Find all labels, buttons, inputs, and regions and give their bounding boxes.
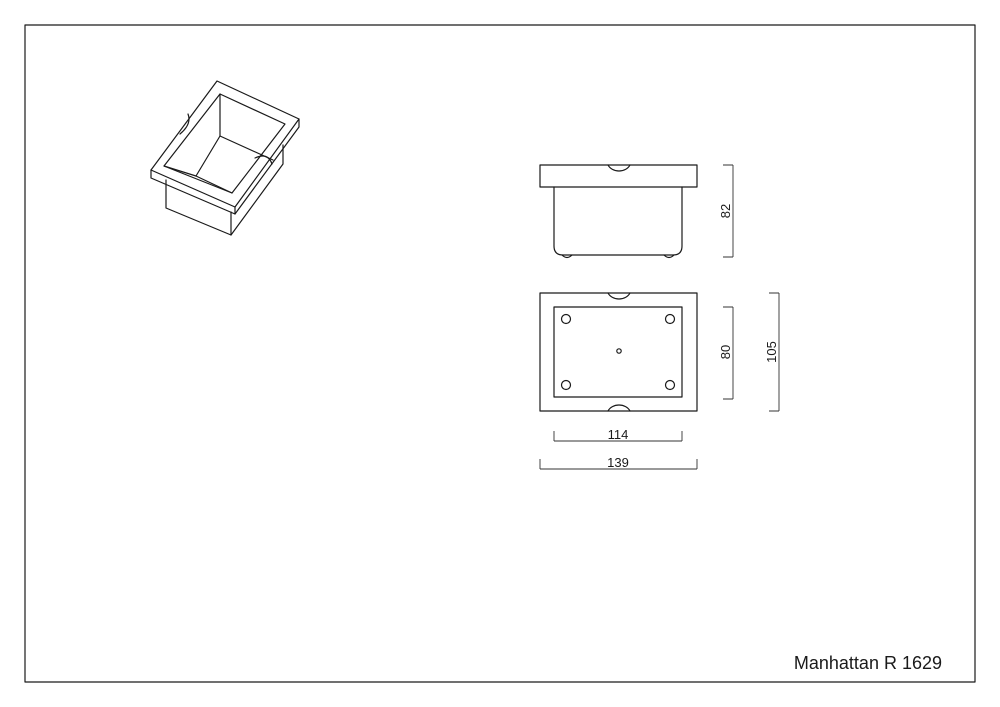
dimension-outer-depth: 105 (764, 292, 780, 412)
isometric-view (150, 80, 300, 236)
dimension-height: 82 (718, 164, 734, 258)
dimension-height-label: 82 (718, 204, 733, 218)
dimension-inner-depth: 80 (718, 306, 734, 400)
dimension-inner-width-label: 114 (608, 427, 629, 442)
top-view (539, 292, 698, 412)
dimension-inner-width: 114 (553, 427, 683, 442)
dimension-outer-width-label: 139 (607, 455, 629, 470)
dimension-inner-depth-label: 80 (718, 345, 733, 359)
drawing-title: Manhattan R 1629 (794, 653, 942, 673)
front-view (539, 164, 698, 259)
sheet-border (24, 24, 976, 683)
dimension-outer-depth-label: 105 (764, 341, 779, 363)
dimension-outer-width: 139 (539, 455, 698, 470)
